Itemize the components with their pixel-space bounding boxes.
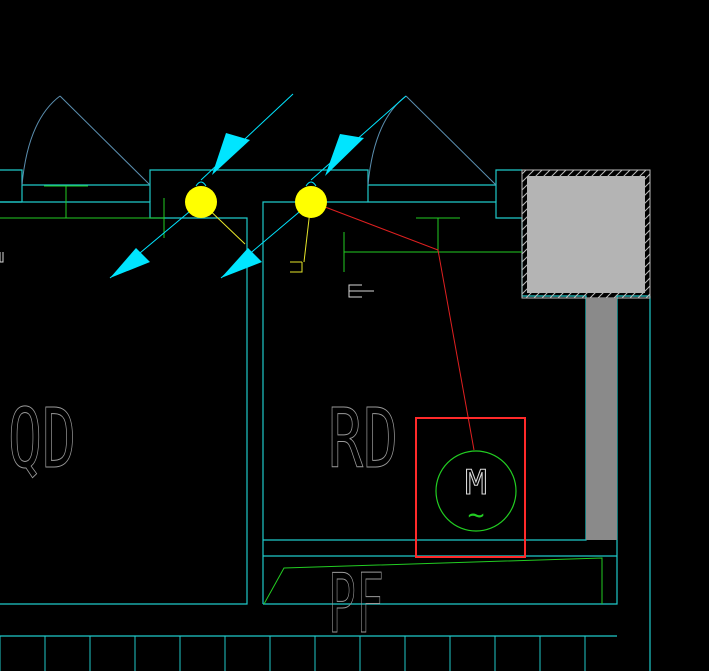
arrow-up-right-left xyxy=(200,93,294,181)
motor-symbol: ~ xyxy=(468,498,485,531)
device-right-stem xyxy=(305,181,317,187)
small-label-e-gray xyxy=(348,284,374,298)
arrow-down-left-right xyxy=(220,201,312,279)
sensor-dot-icon[interactable] xyxy=(185,186,217,218)
room-qd-outline xyxy=(0,201,248,605)
red-wire-to-motor xyxy=(311,201,475,451)
walls xyxy=(0,169,651,671)
equipment-box[interactable] xyxy=(527,176,645,293)
door-leaf-right xyxy=(405,95,497,186)
motor-icon[interactable] xyxy=(435,450,517,532)
sensor-dot-icon[interactable] xyxy=(295,186,327,218)
door-arc-right xyxy=(367,95,407,186)
top-wall-middle xyxy=(149,169,369,202)
arrow-head xyxy=(212,133,250,175)
pf-wire xyxy=(263,557,603,605)
small-label-e-yellow xyxy=(290,262,303,273)
arrow-head xyxy=(325,134,364,176)
top-wall-left xyxy=(0,169,23,202)
arrows xyxy=(109,93,407,279)
device-left-stem xyxy=(195,181,207,187)
door-swings xyxy=(21,95,497,186)
arrow-head xyxy=(110,248,150,278)
devices xyxy=(185,181,327,218)
duct-column[interactable] xyxy=(586,298,617,540)
green-wiring xyxy=(0,185,603,605)
selection-box[interactable] xyxy=(415,417,526,558)
motor[interactable]: M ~ xyxy=(435,450,517,532)
equipment xyxy=(521,169,651,540)
room-label-qd: QD xyxy=(8,392,76,487)
room-label-pf: PF xyxy=(328,557,384,652)
arrow-down-left-left xyxy=(109,201,202,279)
door-arc-left xyxy=(21,95,61,186)
bottom-strip-dividers xyxy=(0,636,586,671)
red-wiring xyxy=(311,201,475,451)
room-label-rd: RD xyxy=(328,392,398,487)
top-wall-right xyxy=(495,169,522,202)
left-edge-mark xyxy=(0,252,4,263)
motor-label: M xyxy=(465,463,487,503)
door-leaf-left xyxy=(59,95,151,186)
arrow-head xyxy=(221,248,262,278)
arrow-up-right-right xyxy=(310,95,407,181)
